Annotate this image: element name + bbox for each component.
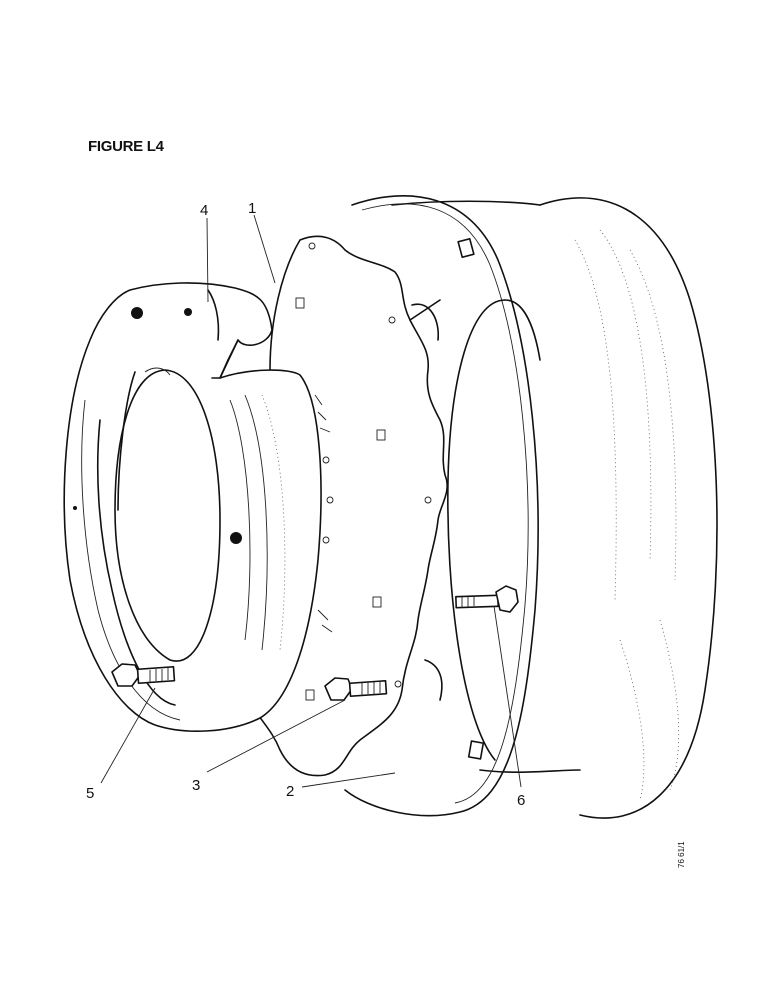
leader-4 (206, 217, 209, 303)
callout-1: 1 (248, 200, 256, 217)
leader-2 (301, 772, 396, 788)
bolt-3 (324, 677, 388, 701)
drawing-reference-code: 76 61/1 (677, 841, 686, 868)
callout-6: 6 (517, 792, 525, 809)
callout-2: 2 (286, 783, 294, 800)
leader-3 (206, 699, 346, 773)
bolt-5 (111, 663, 176, 687)
callout-3: 3 (192, 777, 200, 794)
leader-6 (493, 605, 522, 788)
callout-5: 5 (86, 785, 94, 802)
wheel-rim (344, 194, 718, 819)
callout-leaders (100, 214, 522, 788)
leader-1 (253, 214, 276, 284)
callout-4: 4 (200, 202, 208, 219)
wheel-weight (63, 282, 322, 732)
figure-title: FIGURE L4 (88, 138, 164, 155)
leader-5 (100, 687, 156, 784)
bolt-6 (455, 585, 519, 613)
